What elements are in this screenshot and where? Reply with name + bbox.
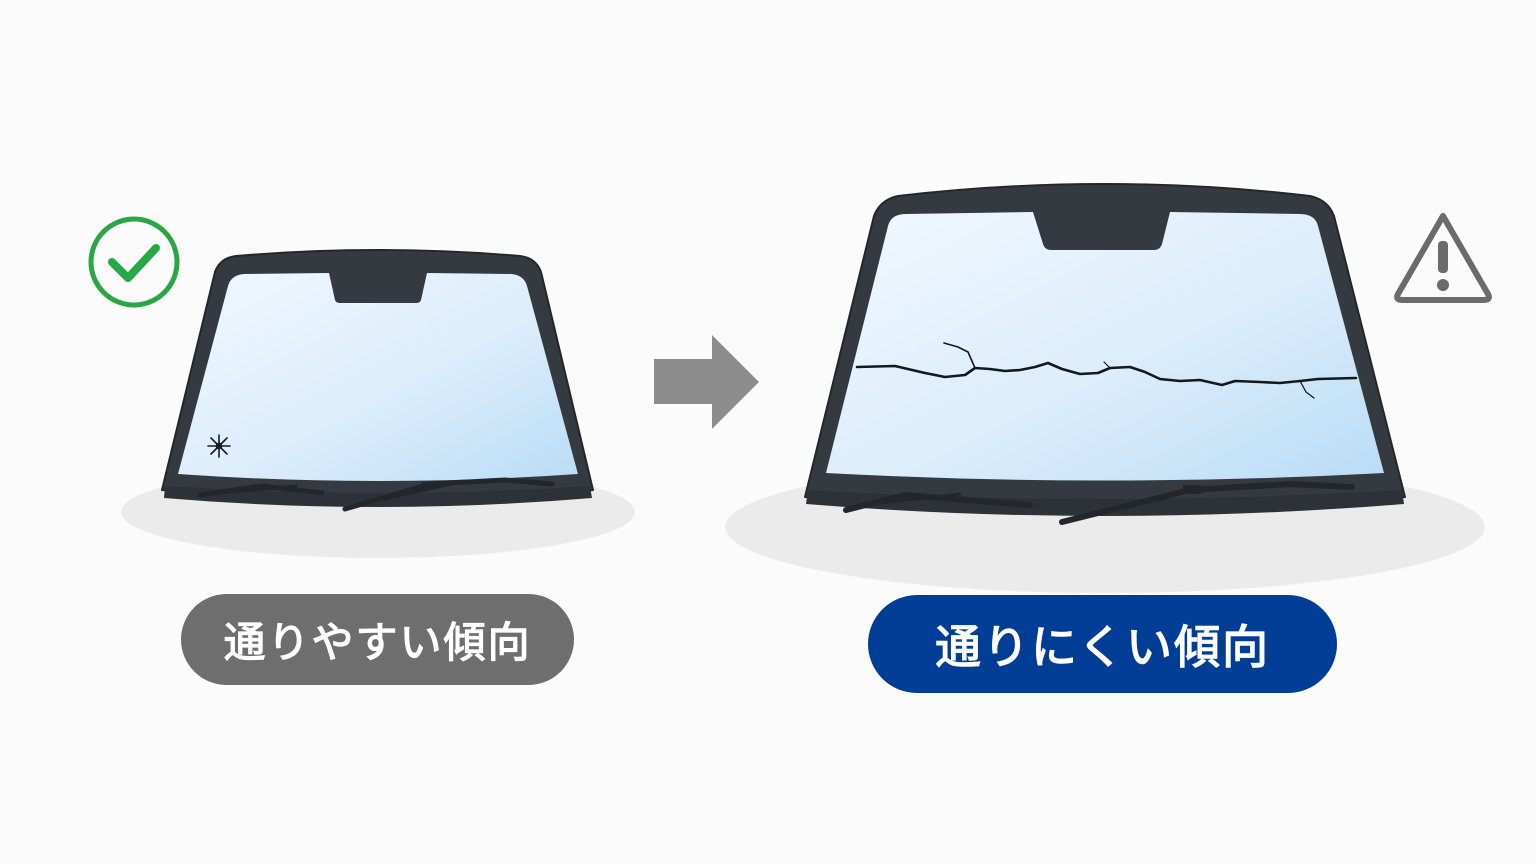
right-glass bbox=[826, 212, 1384, 481]
long-crack-line bbox=[855, 342, 1358, 399]
left-label-pill: 通りやすい傾向 bbox=[181, 594, 574, 685]
chip-star-icon bbox=[207, 434, 231, 458]
right-wipers bbox=[843, 480, 1355, 525]
right-label-pill: 通りにくい傾向 bbox=[868, 595, 1337, 693]
left-label-text: 通りやすい傾向 bbox=[223, 618, 532, 667]
right-label-text: 通りにくい傾向 bbox=[934, 620, 1271, 674]
left-glass bbox=[178, 273, 578, 481]
warning-triangle-icon bbox=[1394, 213, 1492, 303]
left-wipers bbox=[197, 477, 555, 512]
arrow-right-icon bbox=[654, 335, 759, 429]
check-circle-icon bbox=[88, 216, 180, 308]
